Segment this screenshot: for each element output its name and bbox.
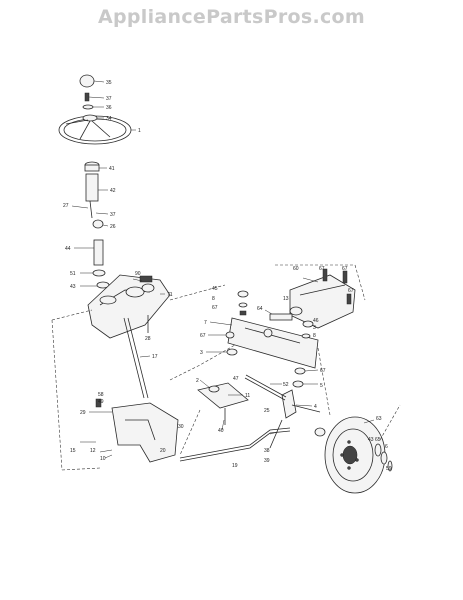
steering-wheel <box>58 114 136 145</box>
callout-58: 58 <box>98 392 104 398</box>
callout-67a: 67 <box>212 305 218 311</box>
callout-59: 59 <box>386 466 392 472</box>
steering-arm <box>197 379 249 431</box>
steering-bushing <box>84 161 107 172</box>
mounting-bracket <box>80 398 179 463</box>
front-axle <box>209 317 319 369</box>
callout-19: 19 <box>232 463 238 469</box>
drag-link-rod <box>179 427 291 462</box>
callout-60: 60 <box>293 266 299 272</box>
callout-41: 41 <box>109 166 115 172</box>
callout-67-left: 67 <box>200 333 206 339</box>
callout-42: 42 <box>110 188 116 194</box>
callout-3b: 3 <box>313 325 316 331</box>
callout-45: 45 <box>212 286 218 292</box>
column-tube <box>74 239 104 266</box>
callout-10: 10 <box>100 456 106 462</box>
callout-44: 44 <box>65 246 71 252</box>
spindle <box>269 389 321 449</box>
callout-37: 37 <box>106 96 112 102</box>
callout-36: 36 <box>106 105 112 111</box>
callout-47: 47 <box>233 376 239 382</box>
watermark-text: AppliancePartsPros.com <box>97 6 365 28</box>
callout-35: 35 <box>106 80 112 86</box>
callout-12: 12 <box>90 448 96 454</box>
callout-63: 63 <box>376 416 382 422</box>
callout-8a: 8 <box>212 296 215 302</box>
callout-28: 28 <box>145 336 151 342</box>
callout-40: 40 <box>218 428 224 434</box>
tie-rod <box>244 374 287 401</box>
callout-4: 4 <box>314 404 317 410</box>
callout-20: 20 <box>160 448 166 454</box>
callout-27: 27 <box>63 203 69 209</box>
callout-67d: 67 <box>320 368 326 374</box>
callout-46: 46 <box>313 318 319 324</box>
callout-90: 90 <box>135 271 141 277</box>
callout-34: 34 <box>106 116 112 122</box>
callout-43: 43 <box>70 284 76 290</box>
bolt-pair <box>71 200 109 229</box>
steering-shaft-tube <box>85 173 108 202</box>
column-bushings <box>80 269 110 289</box>
steering-bolt <box>84 92 105 102</box>
axle-fasteners <box>206 290 249 356</box>
callout-11: 11 <box>245 393 250 399</box>
right-bushings <box>292 320 319 388</box>
callout-8b: 8 <box>313 333 316 339</box>
callout-49: 49 <box>98 399 104 405</box>
callout-51: 51 <box>70 271 76 277</box>
callout-6: 6 <box>385 444 388 450</box>
callout-64: 64 <box>257 306 263 312</box>
callout-52: 52 <box>283 382 289 388</box>
callout-13: 13 <box>283 296 289 302</box>
callout-1: 1 <box>138 128 141 134</box>
callout-15: 15 <box>70 448 76 454</box>
callout-39: 39 <box>264 458 270 464</box>
callout-5: 5 <box>320 383 323 389</box>
callout-7: 7 <box>204 320 207 326</box>
axle-support-bracket <box>289 268 356 329</box>
callout-3a: 3 <box>200 350 203 356</box>
pivot-bolt <box>264 306 303 321</box>
callout-17: 17 <box>152 354 158 360</box>
callout-38: 38 <box>264 448 270 454</box>
callout-67b: 67 <box>319 266 325 272</box>
callout-43b: 43 <box>368 437 374 443</box>
callout-37b: 37 <box>110 212 116 218</box>
washer <box>82 104 104 110</box>
callout-25: 25 <box>264 408 270 414</box>
assembly-guide-lines <box>51 264 401 471</box>
callout-67c: 67 <box>342 266 348 272</box>
steering-wheel-cap <box>79 74 105 88</box>
callout-29: 29 <box>80 410 86 416</box>
steering-gear-housing <box>87 274 171 339</box>
callout-67-right: 67 <box>348 288 354 294</box>
callout-2: 2 <box>196 378 199 384</box>
wheel-hardware <box>314 427 393 472</box>
callout-65: 65 <box>375 437 381 443</box>
drag-link <box>123 317 151 399</box>
callout-26: 26 <box>110 224 116 230</box>
callout-30: 30 <box>178 424 184 430</box>
callout-71: 71 <box>167 292 173 298</box>
